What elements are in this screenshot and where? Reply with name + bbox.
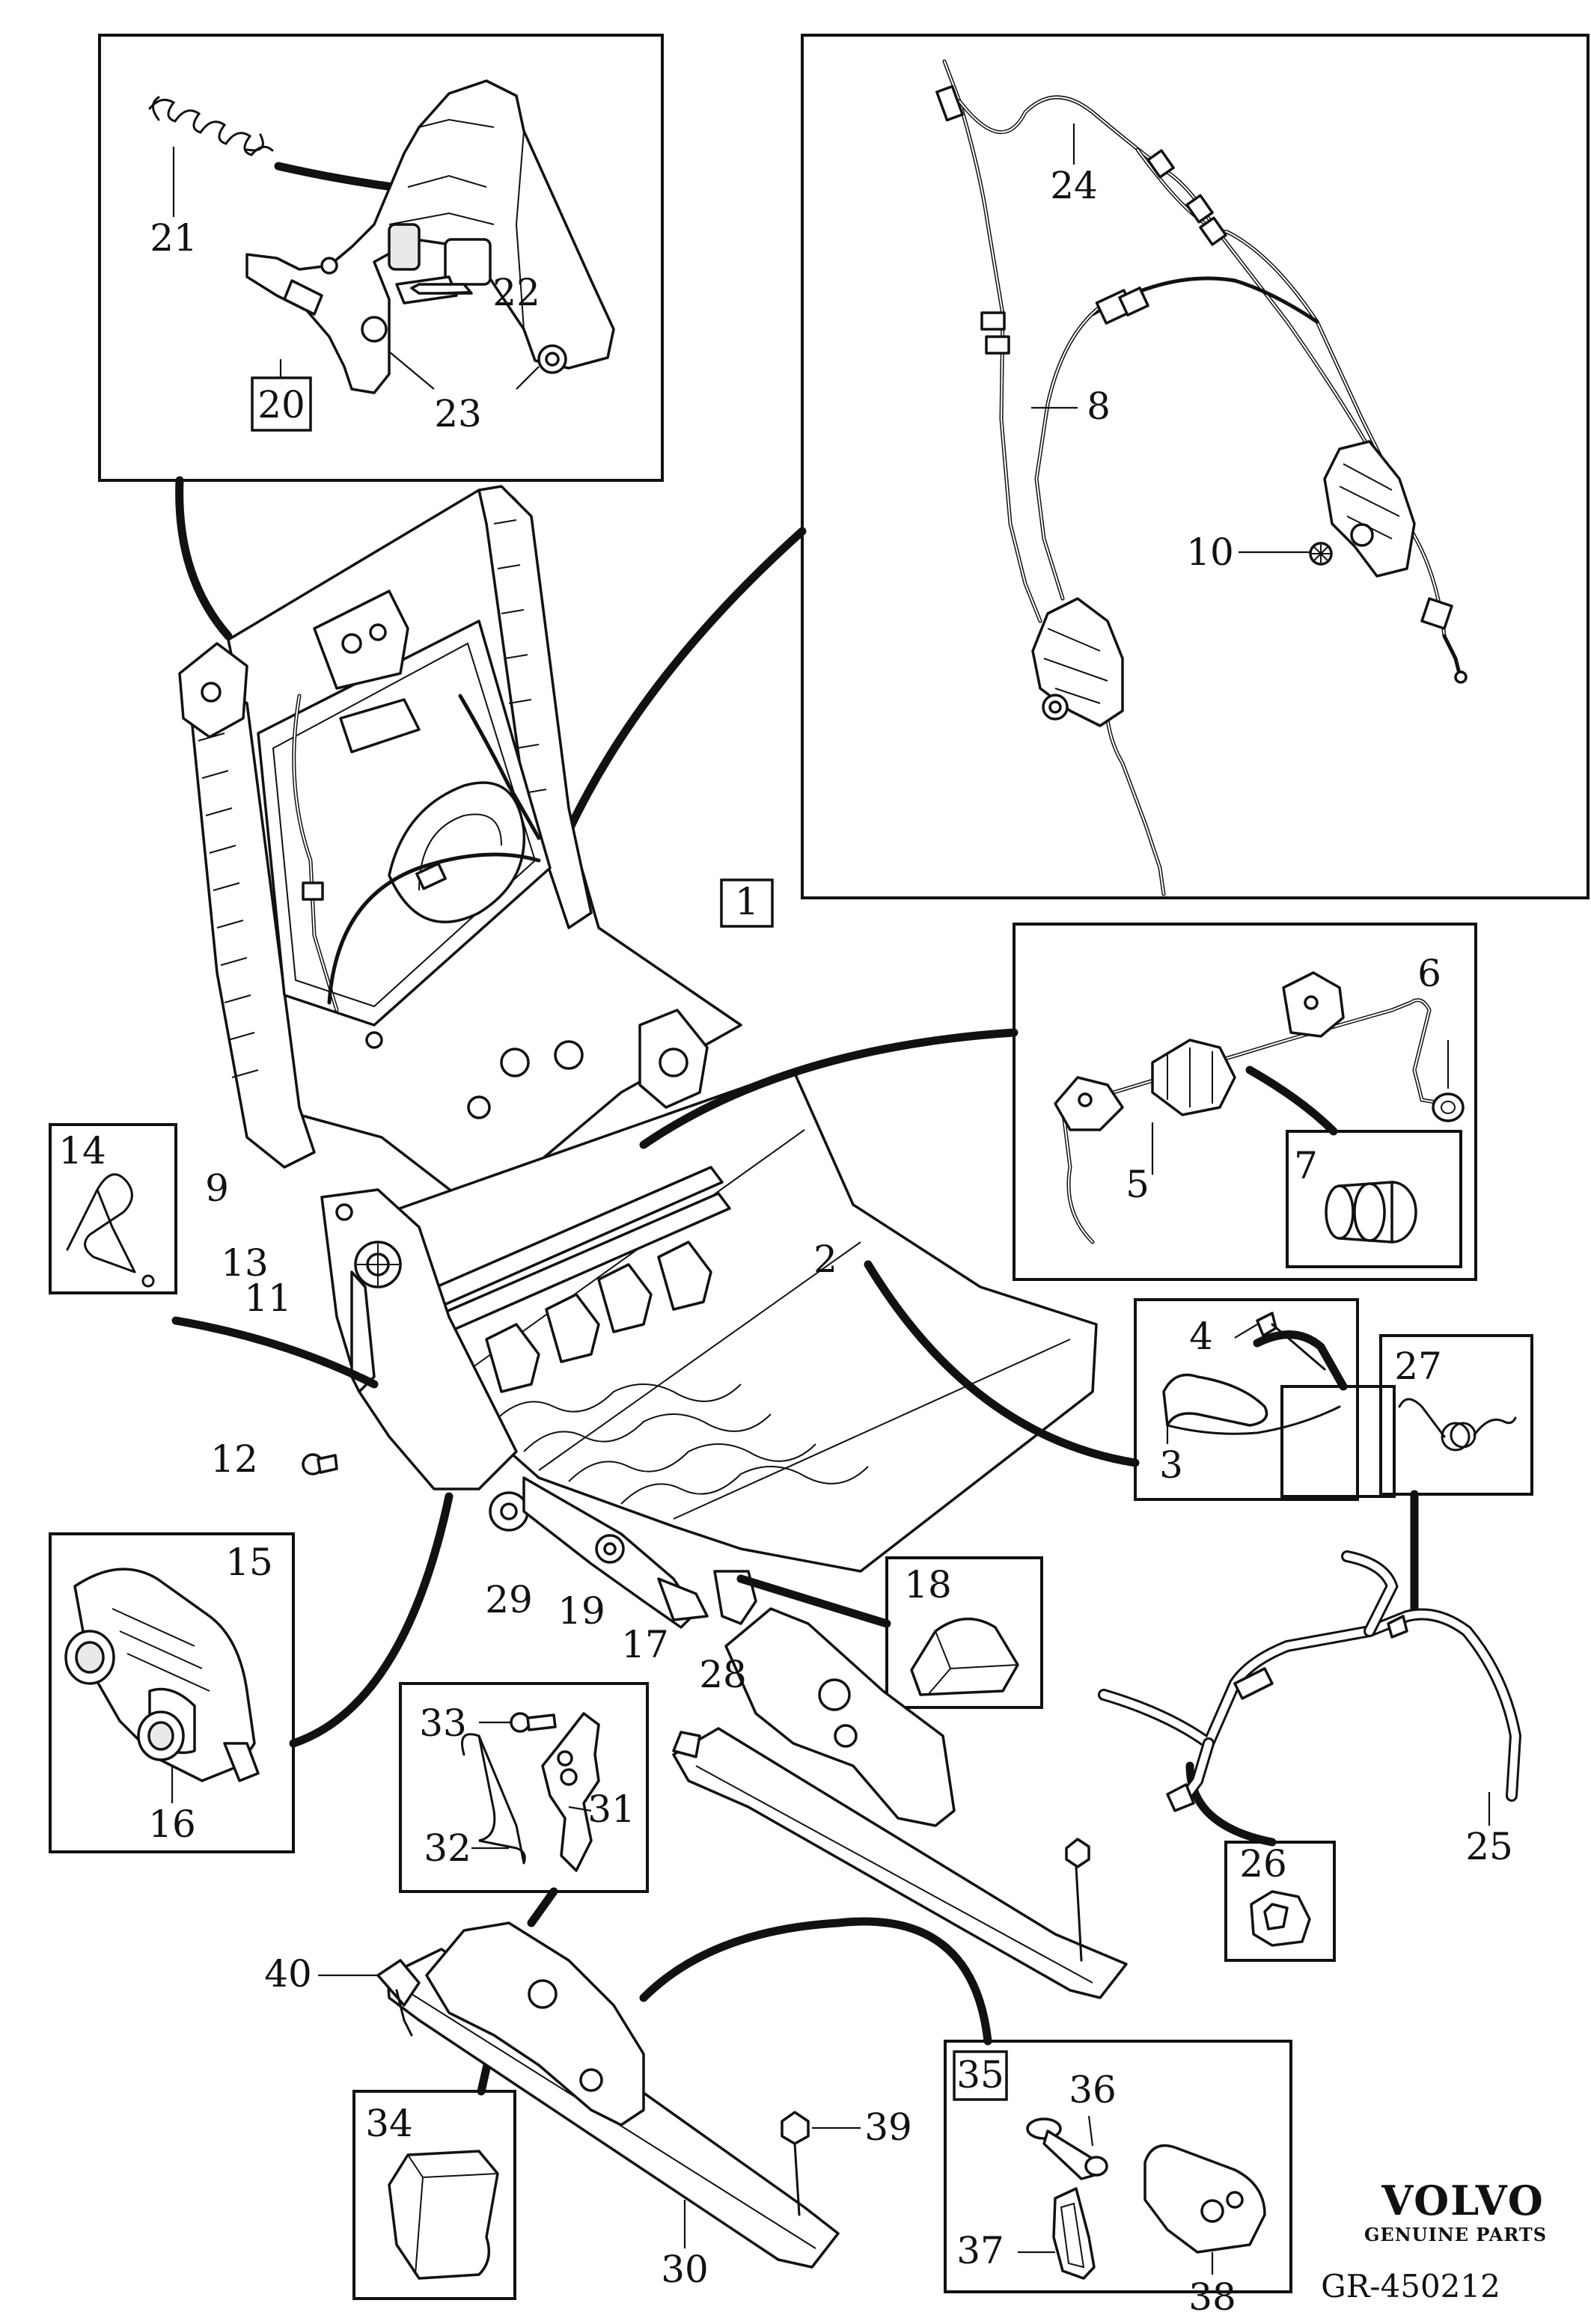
seat-rail-left <box>318 1921 861 2269</box>
detail-frame-clip <box>1224 1841 1336 1962</box>
foam-cap-18 <box>910 1618 1019 1696</box>
callout-1: 1 <box>735 880 759 923</box>
cable-set-detail <box>935 59 1468 896</box>
callout-4: 4 <box>1189 1315 1213 1358</box>
screw-icon <box>510 1712 557 1733</box>
callout-32: 32 <box>424 1826 471 1870</box>
pin-icon <box>1026 2117 1108 2180</box>
callout-31: 31 <box>587 1788 635 1831</box>
callout-5: 5 <box>1126 1163 1149 1206</box>
detail-frame-bracket <box>1280 1385 1396 1498</box>
brand-block: VOLVO GENUINE PARTS GR-450212 <box>1321 2177 1547 2305</box>
arrow-to-hook <box>171 1316 379 1389</box>
callout-16: 16 <box>148 1802 196 1846</box>
callout-11: 11 <box>244 1276 292 1320</box>
callout-19: 19 <box>558 1589 605 1633</box>
arrow-to-cables <box>564 527 807 835</box>
detail-frame-foam-clip <box>1134 1298 1359 1501</box>
grommet-icon <box>1432 1092 1465 1122</box>
callouts: 1 2 3 4 5 6 7 8 9 10 11 12 13 14 15 16 1… <box>58 164 1513 2319</box>
rail-cover-34 <box>388 2150 499 2280</box>
callout-34: 34 <box>365 2102 413 2145</box>
callout-37: 37 <box>956 2229 1004 2272</box>
detail-frame-recliner <box>98 34 664 482</box>
bolt-icon <box>302 1453 338 1476</box>
detail-frame-kit <box>944 2040 1292 2293</box>
tube-detail <box>1054 971 1465 1268</box>
callout-30: 30 <box>661 2248 709 2291</box>
detail-frame-spring <box>1379 1334 1533 1496</box>
callout-40: 40 <box>264 1952 312 1996</box>
arrow-to-recliner <box>175 476 233 640</box>
callout-20: 20 <box>257 383 305 426</box>
rivet-icon <box>1256 1312 1326 1371</box>
seat-frame-assembly <box>178 485 1098 1629</box>
callout-36: 36 <box>1069 2068 1117 2112</box>
detail-frame-hook <box>49 1123 177 1294</box>
callout-25: 25 <box>1465 1825 1513 1868</box>
diagram-reference: GR-450212 <box>1321 2268 1500 2305</box>
callout-9: 9 <box>205 1166 229 1210</box>
arrow-to-bracket <box>1253 1330 1348 1391</box>
callout-35: 35 <box>956 2053 1004 2097</box>
callout-18: 18 <box>904 1563 952 1606</box>
callout-13: 13 <box>221 1241 269 1285</box>
detail-frame-cap <box>885 1556 1043 1709</box>
seat-rail-right <box>672 1607 1128 1999</box>
brand-logo: VOLVO <box>1381 2177 1545 2224</box>
callout-24: 24 <box>1050 164 1098 207</box>
arrow-kit-to-rail <box>639 1917 992 2046</box>
lever-kit-31-33 <box>461 1712 600 1872</box>
callout-7: 7 <box>1294 1144 1318 1187</box>
callout-38: 38 <box>1188 2275 1236 2319</box>
callout-6: 6 <box>1417 952 1441 995</box>
callout-12: 12 <box>210 1437 258 1481</box>
callout-23: 23 <box>434 392 482 435</box>
callout-21: 21 <box>150 216 198 260</box>
arrow-to-clip-3 <box>864 1260 1140 1467</box>
detail-frame-cables <box>801 34 1590 899</box>
callout-27: 27 <box>1394 1345 1442 1388</box>
callout-17: 17 <box>621 1623 669 1666</box>
detail-frame-cover <box>352 2090 516 2300</box>
callout-26: 26 <box>1239 1842 1287 1886</box>
callout-22: 22 <box>492 271 540 314</box>
bumper-icon <box>1325 1181 1417 1244</box>
detail-frame-tube <box>1013 923 1477 1281</box>
front-tube-25 <box>1098 1550 1522 1826</box>
callout-8: 8 <box>1087 385 1111 428</box>
callout-2: 2 <box>813 1238 837 1281</box>
arrow-to-motor <box>289 1492 454 1748</box>
clip-and-rivet-detail <box>1162 1312 1341 1444</box>
callout-28: 28 <box>699 1653 747 1696</box>
star-nut-icon <box>1309 542 1333 566</box>
arrow-to-foam <box>736 1574 891 1628</box>
recliner-bracket-detail <box>148 79 615 394</box>
callout-29: 29 <box>485 1578 533 1621</box>
callout-33: 33 <box>419 1701 467 1745</box>
detail-frame-motor <box>49 1532 295 1853</box>
kit-35-38 <box>1018 2115 1266 2280</box>
callout-3: 3 <box>1159 1443 1183 1487</box>
callout-14: 14 <box>58 1129 106 1172</box>
detail-frame-lever <box>399 1682 649 1893</box>
arrow-to-tube <box>639 1028 1019 1149</box>
motor-15-16 <box>64 1568 260 1803</box>
push-clip-26 <box>1250 1890 1311 1947</box>
brand-subtitle: GENUINE PARTS <box>1364 2224 1547 2245</box>
callout-15: 15 <box>225 1541 273 1584</box>
arrow-lever-to-rail <box>527 1887 558 1927</box>
detail-frame-bumper <box>1286 1130 1462 1268</box>
torsion-spring-detail <box>1398 1398 1517 1452</box>
callout-10: 10 <box>1186 530 1234 574</box>
wire-hook-14 <box>66 1173 155 1288</box>
callout-39: 39 <box>864 2106 912 2149</box>
